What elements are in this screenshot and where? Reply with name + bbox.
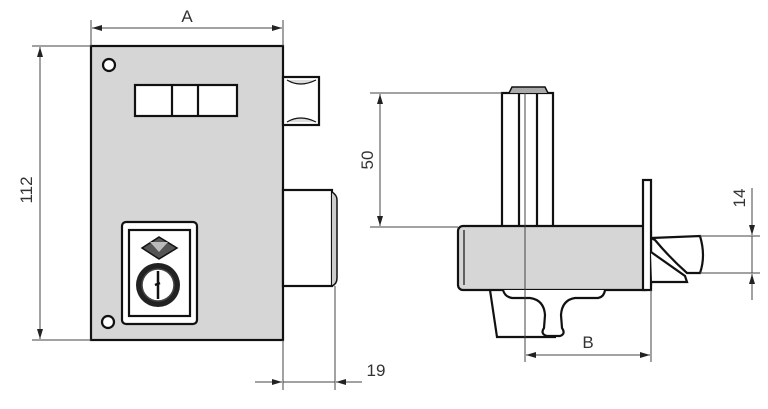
dimension-b: B (526, 290, 652, 362)
screw-hole-top (101, 57, 117, 73)
latch-bolt-front (281, 75, 321, 127)
lock-case-side (456, 224, 653, 292)
dimension-112: 112 (17, 45, 91, 341)
dimension-112-label: 112 (17, 176, 36, 203)
dimension-14: 14 (700, 188, 760, 300)
dimension-50-label: 50 (358, 151, 377, 170)
key-escutcheon (120, 220, 199, 326)
dead-bolt-front (281, 188, 338, 288)
front-view (89, 44, 338, 342)
dimension-a: A (90, 7, 284, 46)
strike-plate (641, 178, 653, 292)
dimension-50: 50 (358, 92, 502, 228)
screw-hole-bottom (100, 314, 116, 330)
dimension-b-label: B (582, 333, 593, 352)
dimension-a-label: A (181, 7, 193, 26)
latch-bolt-side (650, 234, 705, 284)
dimension-19: 19 (255, 286, 385, 390)
bottom-foot (488, 289, 607, 339)
indicator-window (133, 83, 239, 118)
dimension-19-label: 19 (367, 361, 386, 380)
spindle (500, 86, 555, 229)
dimension-14-label: 14 (730, 189, 749, 208)
side-view (456, 86, 705, 362)
